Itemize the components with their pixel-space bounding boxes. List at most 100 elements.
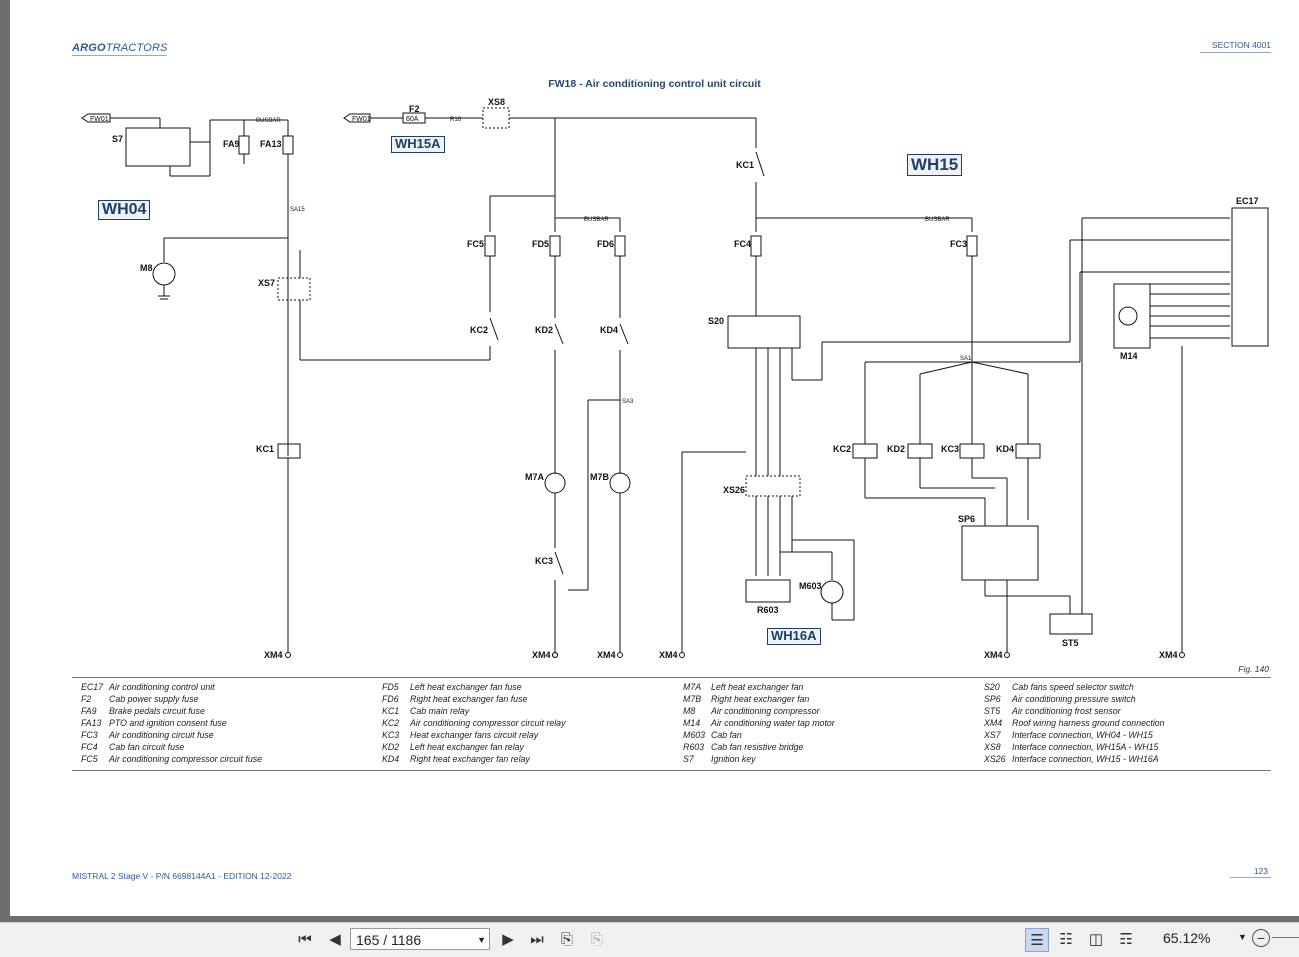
- label-m8: M8: [140, 263, 153, 273]
- label-m7a: M7A: [525, 472, 545, 482]
- zoom-level[interactable]: 65.12%: [1163, 930, 1211, 946]
- zoom-slider[interactable]: [1272, 937, 1299, 938]
- legend-description: Cab fan resistive bridge: [711, 742, 804, 752]
- label-r603: R603: [757, 605, 779, 615]
- facing-view-button[interactable]: ◫: [1085, 928, 1107, 950]
- label-s20: S20: [708, 316, 724, 326]
- label-kd4: KD4: [600, 325, 618, 335]
- legend-code: KC3: [382, 730, 400, 740]
- diagram-title: FW18 - Air conditioning control unit cir…: [548, 78, 761, 90]
- legend-item: M8 Air conditioning compressor: [683, 705, 835, 717]
- zoom-out-button[interactable]: −: [1252, 929, 1270, 947]
- label-kd2b: KD2: [887, 444, 905, 454]
- legend-description: Cab fan: [711, 730, 742, 740]
- legend-description: Brake pedals circuit fuse: [109, 706, 205, 716]
- legend-item: M14 Air conditioning water tap motor: [683, 717, 835, 729]
- label-s7: S7: [112, 134, 123, 144]
- legend-code: FA9: [81, 706, 97, 716]
- previous-view-button[interactable]: ⎘: [556, 928, 578, 950]
- legend-description: Cab main relay: [410, 706, 470, 716]
- continuous-facing-view-button[interactable]: ☶: [1115, 928, 1137, 950]
- label-fd5: FD5: [532, 239, 549, 249]
- legend-code: S20: [984, 682, 1000, 692]
- next-view-icon: ⎘: [590, 930, 603, 948]
- document-viewport[interactable]: ARGOTRACTORS SECTION 4001 FW18 - Air con…: [0, 0, 1299, 922]
- legend-description: Air conditioning water tap motor: [711, 718, 835, 728]
- next-view-button[interactable]: ⎘: [586, 928, 608, 950]
- page-dropdown-icon[interactable]: ▼: [477, 935, 486, 945]
- label-fw01-b: FW01: [352, 116, 371, 123]
- legend-item: KD2 Left heat exchanger fan relay: [382, 741, 565, 753]
- legend-description: Air conditioning compressor circuit fuse: [109, 754, 263, 764]
- legend-description: Cab fan circuit fuse: [109, 742, 185, 752]
- legend-description: Air conditioning frost sensor: [1012, 706, 1121, 716]
- page-number-field[interactable]: 165 / 1186▼: [350, 928, 490, 950]
- legend-description: Air conditioning compressor: [711, 706, 820, 716]
- next-page-button[interactable]: ▶: [497, 928, 519, 950]
- harness-wh15a: WH15A: [391, 136, 445, 153]
- legend-code: M7B: [683, 694, 702, 704]
- label-xs8: XS8: [488, 97, 505, 107]
- label-xm4-5: XM4: [984, 650, 1003, 660]
- harness-wh04: WH04: [98, 200, 151, 221]
- zoom-dropdown-icon[interactable]: ▼: [1238, 932, 1247, 942]
- last-page-button[interactable]: ⏭: [526, 928, 548, 950]
- continuous-facing-icon: ☶: [1119, 931, 1133, 948]
- legend-top-rule: [72, 677, 1271, 678]
- legend-code: SP6: [984, 694, 1001, 704]
- label-f2-rating: 60A: [406, 116, 419, 123]
- legend-description: Heat exchanger fans circuit relay: [410, 730, 539, 740]
- harness-wh15: WH15: [907, 154, 963, 176]
- legend-code: ST5: [984, 706, 1001, 716]
- label-fa13: FA13: [260, 139, 282, 149]
- figure-label: Fig. 140: [1238, 664, 1269, 674]
- single-page-icon: ☰: [1030, 932, 1044, 949]
- legend-code: M7A: [683, 682, 702, 692]
- legend-item: XS7 Interface connection, WH04 - WH15: [984, 729, 1165, 741]
- legend-code: M8: [683, 706, 696, 716]
- legend-code: M14: [683, 718, 701, 728]
- label-xm4-1: XM4: [264, 650, 283, 660]
- legend-description: Air conditioning circuit fuse: [109, 730, 214, 740]
- harness-wh16a: WH16A: [767, 628, 821, 645]
- legend-code: XS7: [984, 730, 1001, 740]
- previous-page-button[interactable]: ◀: [324, 928, 346, 950]
- label-sp6: SP6: [958, 514, 975, 524]
- label-busbar-1: BUSBAR: [256, 118, 281, 124]
- first-page-button[interactable]: ⏮: [294, 928, 316, 950]
- label-xm4-6: XM4: [1159, 650, 1178, 660]
- label-sa15: SA15: [290, 207, 305, 213]
- legend-description: Roof wiring harness ground connection: [1012, 718, 1165, 728]
- label-sa1: SA1: [960, 356, 972, 362]
- legend-description: Left heat exchanger fan relay: [410, 742, 524, 752]
- continuous-view-button[interactable]: ☷: [1055, 928, 1077, 950]
- label-kc3b: KC3: [941, 444, 959, 454]
- label-xm4-3: XM4: [597, 650, 616, 660]
- label-fd6: FD6: [597, 239, 614, 249]
- footer-edition: MISTRAL 2 Stage V - P/N 6698144A1 - EDIT…: [72, 871, 292, 881]
- legend-description: Interface connection, WH04 - WH15: [1012, 730, 1153, 740]
- legend-code: EC17: [81, 682, 104, 692]
- label-fa9: FA9: [223, 139, 240, 149]
- single-page-view-button[interactable]: ☰: [1025, 928, 1049, 952]
- legend-code: KD2: [382, 742, 400, 752]
- legend-description: Interface connection, WH15A - WH15: [1012, 742, 1159, 752]
- label-kc2b: KC2: [833, 444, 851, 454]
- legend-code: KC2: [382, 718, 400, 728]
- legend-code: F2: [81, 694, 92, 704]
- label-xs26: XS26: [723, 485, 745, 495]
